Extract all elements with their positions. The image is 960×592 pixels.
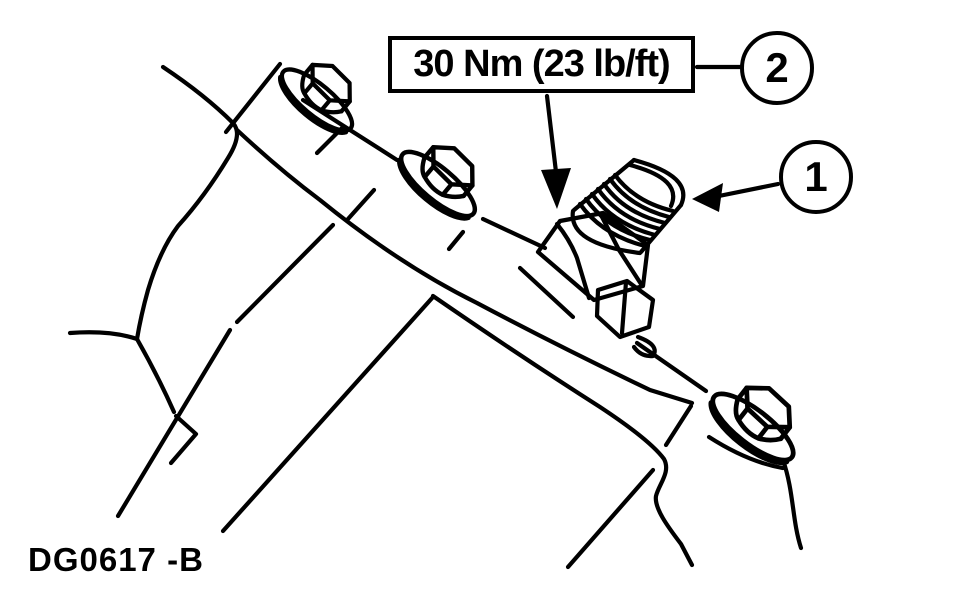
callout-1-badge: 1	[779, 140, 853, 214]
hex-bolt-upper-left	[271, 44, 374, 142]
casting-break-outline	[67, 61, 656, 570]
torque-spec-label: 30 Nm (23 lb/ft)	[388, 36, 695, 93]
figure-id-label: DG0617 -B	[28, 541, 204, 578]
callout1-arrow	[692, 181, 781, 212]
threaded-fitting	[535, 157, 686, 359]
hex-bolt-middle	[390, 125, 498, 228]
torque-arrow	[541, 93, 571, 209]
hex-bolt-lower-right	[701, 365, 816, 474]
callout-1-number: 1	[804, 153, 828, 200]
torque-spec-text: 30 Nm (23 lb/ft)	[413, 43, 670, 85]
callout-2-badge: 2	[740, 31, 814, 105]
callout-2-number: 2	[765, 44, 789, 91]
rail-body	[234, 97, 804, 568]
